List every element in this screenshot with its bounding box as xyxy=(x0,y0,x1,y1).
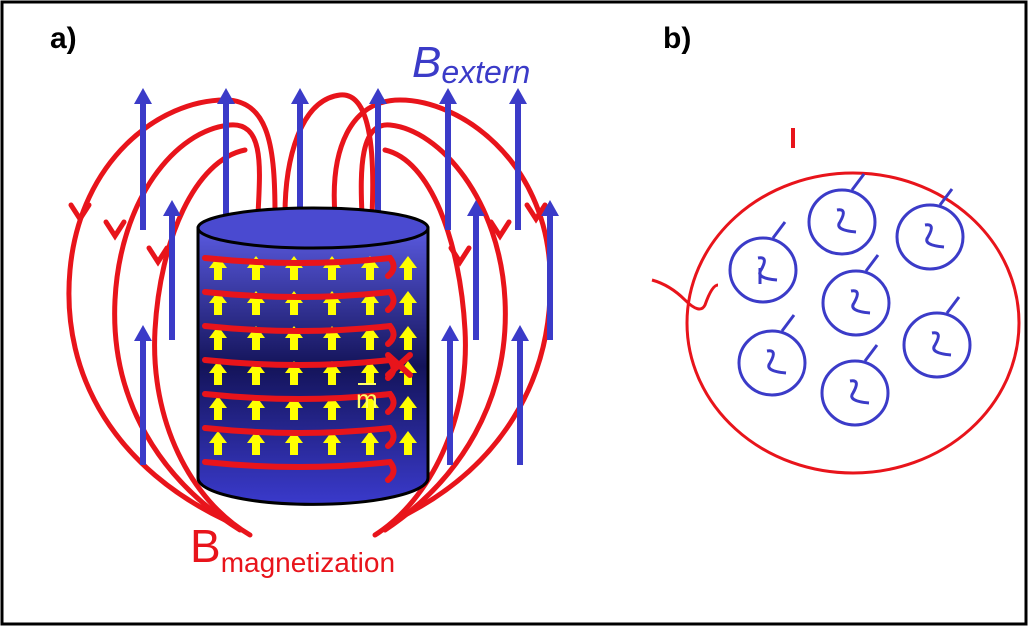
current-loop-icon xyxy=(820,344,890,427)
surface-current-band xyxy=(202,254,397,279)
external-field-arrows-back xyxy=(134,88,559,465)
surface-current-band xyxy=(202,424,397,449)
magnetic-moment-arrow xyxy=(209,396,227,420)
surface-current-band xyxy=(202,322,397,347)
microscopic-current-loops xyxy=(728,173,972,427)
current-loop-icon xyxy=(902,296,972,379)
magnetic-moment-arrow xyxy=(361,431,379,455)
external-field-arrow xyxy=(134,325,152,465)
surface-current-band xyxy=(202,390,397,415)
magnetized-cylinder: m xyxy=(196,206,430,506)
magnetization-field-line xyxy=(66,97,278,523)
external-field-arrow xyxy=(134,88,152,230)
magnetic-moment-arrow xyxy=(209,361,227,385)
field-line-arrowhead xyxy=(488,219,512,241)
magnetic-moment-arrow xyxy=(285,431,303,455)
current-loop-icon xyxy=(737,314,807,397)
surface-current-band xyxy=(202,288,397,313)
magnetization-field-line xyxy=(372,147,468,538)
field-line-arrowhead xyxy=(68,202,92,224)
magnetization-field-line xyxy=(112,122,262,533)
cylinder-top xyxy=(196,206,430,250)
magnetization-field-line xyxy=(152,147,253,538)
field-line-arrowhead xyxy=(146,245,170,267)
field-line-arrowhead xyxy=(448,245,472,267)
current-cross-mark xyxy=(385,352,413,378)
boundary-current-wire xyxy=(651,278,719,311)
magnetic-moment-arrow xyxy=(399,431,417,455)
surface-current-band xyxy=(202,458,397,483)
panel-b xyxy=(651,128,1021,475)
magnetization-field-line xyxy=(358,122,508,533)
magnetic-moment-arrow xyxy=(247,431,265,455)
field-line-arrowhead xyxy=(103,219,127,241)
magnetic-moment-arrow xyxy=(399,396,417,420)
external-field-arrow xyxy=(369,88,387,230)
external-field-arrow xyxy=(439,88,457,230)
external-field-arrow xyxy=(467,200,485,340)
panel-a-label: a) xyxy=(50,22,77,55)
magnetic-moment-arrow xyxy=(399,256,417,280)
current-loop-icon xyxy=(821,254,891,337)
magnetic-moment-arrow xyxy=(247,396,265,420)
magnetic-moment-arrow xyxy=(323,396,341,420)
external-field-arrow xyxy=(511,325,529,465)
magnetic-moment-arrow xyxy=(361,396,379,420)
magnetic-moment-arrow xyxy=(209,326,227,350)
current-loop-icon xyxy=(807,173,877,256)
external-field-arrow xyxy=(217,88,235,230)
external-field-arrow xyxy=(509,88,527,230)
magnetic-moment-arrow xyxy=(209,291,227,315)
macroscopic-boundary xyxy=(685,171,1021,475)
b-extern-label: Bextern xyxy=(412,38,530,90)
magnetic-moment-arrow xyxy=(399,326,417,350)
magnetization-field-lines xyxy=(66,92,553,538)
magnetic-moment-arrow xyxy=(209,431,227,455)
current-loop-icon xyxy=(895,188,965,271)
external-field-arrow xyxy=(441,325,459,465)
m-label: m xyxy=(356,384,378,414)
current-loop-icon xyxy=(728,221,798,304)
magnetic-moment-arrow xyxy=(285,396,303,420)
magnetic-moment-arrow xyxy=(361,361,379,385)
magnetization-field-line xyxy=(282,92,376,218)
external-field-arrow xyxy=(163,200,181,340)
b-magnetization-label: Bmagnetization xyxy=(190,520,395,578)
magnetic-moment-arrow xyxy=(323,431,341,455)
magnetic-moment-arrow xyxy=(361,326,379,350)
panel-a: m Bextern Bmagnetization xyxy=(66,38,559,578)
panel-b-label: b) xyxy=(663,22,691,55)
surface-current-bands xyxy=(202,254,413,483)
magnetic-moment-arrow xyxy=(399,291,417,315)
external-field-arrow xyxy=(541,200,559,340)
field-line-arrowhead xyxy=(524,202,548,224)
